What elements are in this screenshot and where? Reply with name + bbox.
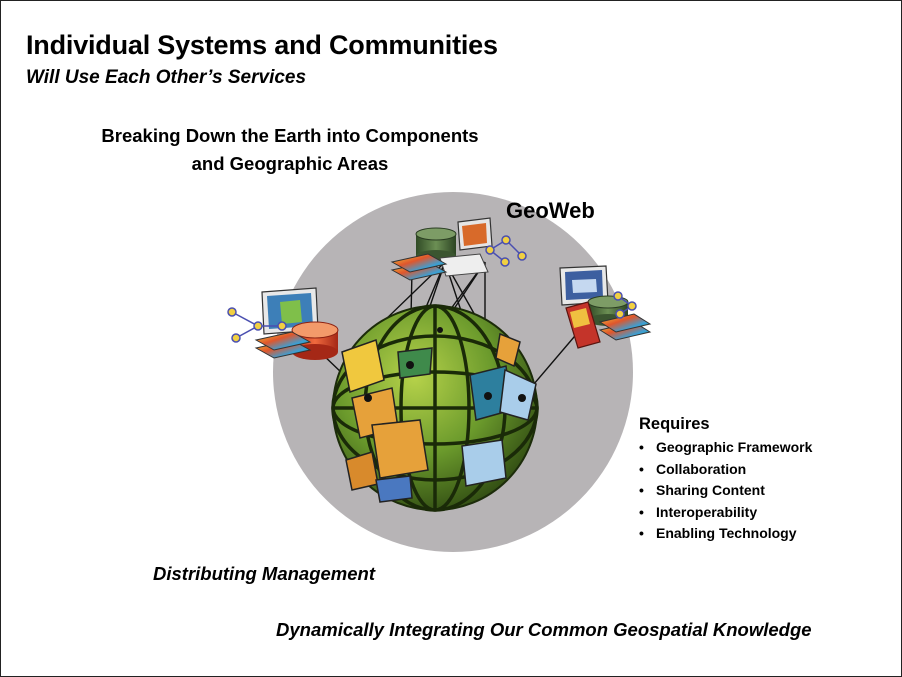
requires-item: •Sharing Content [639, 482, 765, 498]
map-layers-icon [390, 253, 448, 281]
diagram-heading-line-2: and Geographic Areas [191, 153, 389, 174]
distributing-management-caption: Distributing Management [153, 563, 376, 584]
right-monitor-icon [559, 265, 609, 306]
requires-item-text: Collaboration [656, 460, 747, 477]
globe-icon [331, 304, 539, 512]
requires-item: •Collaboration [639, 460, 747, 477]
requires-item-text: Enabling Technology [656, 525, 797, 541]
requires-item-text: Geographic Framework [656, 439, 813, 455]
right-map-layers-icon [598, 313, 652, 341]
slide-subtitle: Will Use Each Other’s Services [26, 67, 307, 88]
right-network-graph-icon [613, 291, 637, 319]
requires-item: •Enabling Technology [639, 525, 797, 541]
diagram-heading-line-1: Breaking Down the Earth into Components [101, 125, 479, 146]
requires-list: •Geographic Framework •Collaboration •Sh… [639, 437, 812, 545]
left-map-layers-icon [254, 331, 312, 359]
requires-item: •Interoperability [639, 503, 758, 520]
requires-item-text: Interoperability [656, 503, 758, 520]
slide-title: Individual Systems and Communities [26, 30, 498, 60]
integrating-knowledge-caption: Dynamically Integrating Our Common Geosp… [276, 619, 812, 640]
left-network-graph-icon [227, 307, 287, 343]
computer-icon [439, 217, 493, 277]
geoweb-label: GeoWeb [506, 198, 595, 223]
mobile-device-icon [565, 301, 601, 349]
diagram-heading: Breaking Down the Earth into Components … [60, 122, 520, 178]
requires-item: •Geographic Framework [639, 439, 813, 455]
requires-item-text: Sharing Content [656, 482, 765, 498]
requires-heading: Requires [639, 415, 710, 433]
network-graph-icon [485, 235, 527, 267]
